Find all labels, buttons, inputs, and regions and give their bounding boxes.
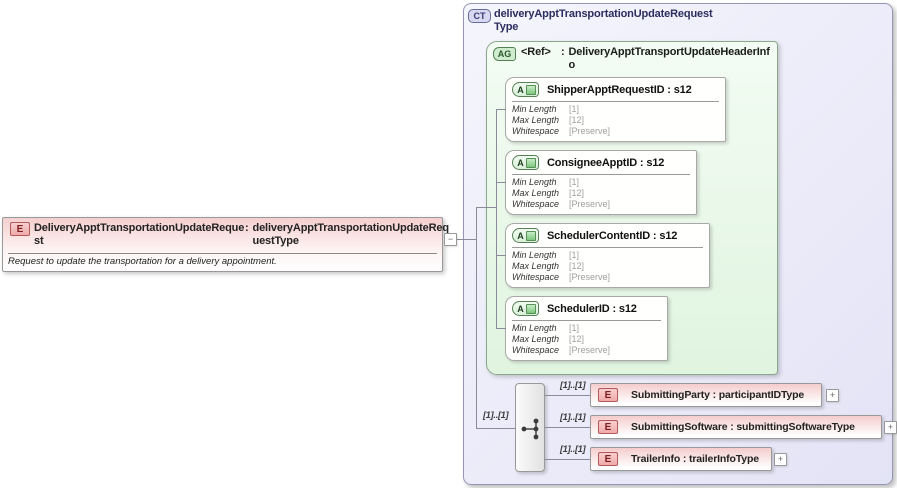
facet-row: Whitespace[Preserve]: [512, 345, 611, 355]
attribute-title: ShipperApptRequestID : s12: [547, 83, 692, 96]
element-label: SubmittingParty : participantIDType: [631, 389, 805, 401]
attribute-title: SchedulerContentID : s12: [547, 229, 678, 242]
root-element-name: DeliveryApptTransportationUpdateRequest: [34, 222, 245, 247]
attribute-node-scheduler-id[interactable]: A SchedulerID : s12 Min Length[1] Max Le…: [505, 296, 668, 361]
expand-toggle-button[interactable]: +: [826, 389, 839, 402]
attribute-badge-square-icon: [526, 303, 536, 314]
attribute-badge-square-icon: [526, 84, 536, 95]
root-element-node[interactable]: E DeliveryApptTransportationUpdateReques…: [2, 217, 449, 272]
expand-toggle-button[interactable]: +: [774, 453, 787, 466]
root-element-type: deliveryApptTransportationUpdateRequestT…: [252, 222, 450, 247]
element-label: SubmittingSoftware : submittingSoftwareT…: [631, 421, 855, 433]
facet-row: Min Length[1]: [512, 323, 580, 333]
complex-type-title: deliveryApptTransportationUpdateRequestT…: [494, 8, 713, 33]
expand-toggle-button[interactable]: +: [884, 421, 897, 434]
type-colon: :: [245, 222, 249, 234]
sequence-multiplicity: [1]..[1]: [483, 410, 509, 420]
sequence-icon: [521, 418, 539, 440]
attribute-badge: A: [512, 82, 539, 97]
facet-row: Whitespace[Preserve]: [512, 272, 611, 282]
facet-row: Max Length[12]: [512, 261, 585, 271]
divider: [512, 101, 719, 102]
element-badge: E: [10, 222, 30, 236]
child-multiplicity: [1]..[1]: [560, 444, 586, 454]
facet-row: Max Length[12]: [512, 334, 585, 344]
element-badge: E: [598, 420, 618, 434]
element-badge: E: [598, 452, 618, 466]
complex-type-badge: CT: [468, 9, 491, 23]
attribute-group-type-name: DeliveryApptTransportUpdateHeaderInfo: [568, 46, 770, 71]
element-annotation: Request to update the transportation for…: [8, 256, 277, 267]
divider: [8, 253, 437, 254]
element-label: TrailerInfo : trailerInfoType: [631, 453, 759, 465]
attribute-node-shipper-appt-request-id[interactable]: A ShipperApptRequestID : s12 Min Length[…: [505, 77, 726, 142]
facet-row: Max Length[12]: [512, 115, 585, 125]
facet-row: Max Length[12]: [512, 188, 585, 198]
facet-row: Whitespace[Preserve]: [512, 126, 611, 136]
attribute-group-ref-label: <Ref>: [521, 46, 551, 58]
facet-row: Min Length[1]: [512, 104, 580, 114]
child-multiplicity: [1]..[1]: [560, 412, 586, 422]
attribute-node-scheduler-content-id[interactable]: A SchedulerContentID : s12 Min Length[1]…: [505, 223, 710, 288]
divider: [512, 320, 661, 321]
attribute-badge: A: [512, 155, 539, 170]
divider: [512, 247, 703, 248]
attribute-group-badge: AG: [493, 47, 516, 61]
attribute-badge-square-icon: [526, 157, 536, 168]
attribute-title: SchedulerID : s12: [547, 302, 637, 315]
attribute-node-consignee-appt-id[interactable]: A ConsigneeApptID : s12 Min Length[1] Ma…: [505, 150, 697, 215]
attribute-badge: A: [512, 301, 539, 316]
divider: [512, 174, 690, 175]
attribute-title: ConsigneeApptID : s12: [547, 156, 665, 169]
attribute-badge: A: [512, 228, 539, 243]
facet-row: Min Length[1]: [512, 250, 580, 260]
facet-row: Min Length[1]: [512, 177, 580, 187]
attribute-badge-square-icon: [526, 230, 536, 241]
element-node-submitting-party[interactable]: E SubmittingParty : participantIDType: [590, 383, 822, 407]
attribute-group-type: : DeliveryApptTransportUpdateHeaderInfo: [561, 46, 775, 72]
element-node-submitting-software[interactable]: E SubmittingSoftware : submittingSoftwar…: [590, 415, 882, 439]
element-badge: E: [598, 388, 618, 402]
sequence-compositor-node[interactable]: [515, 383, 545, 472]
element-node-trailer-info[interactable]: E TrailerInfo : trailerInfoType: [590, 447, 772, 471]
collapse-toggle-button[interactable]: −: [444, 233, 457, 246]
child-multiplicity: [1]..[1]: [560, 380, 586, 390]
type-colon: :: [561, 46, 565, 58]
facet-row: Whitespace[Preserve]: [512, 199, 611, 209]
